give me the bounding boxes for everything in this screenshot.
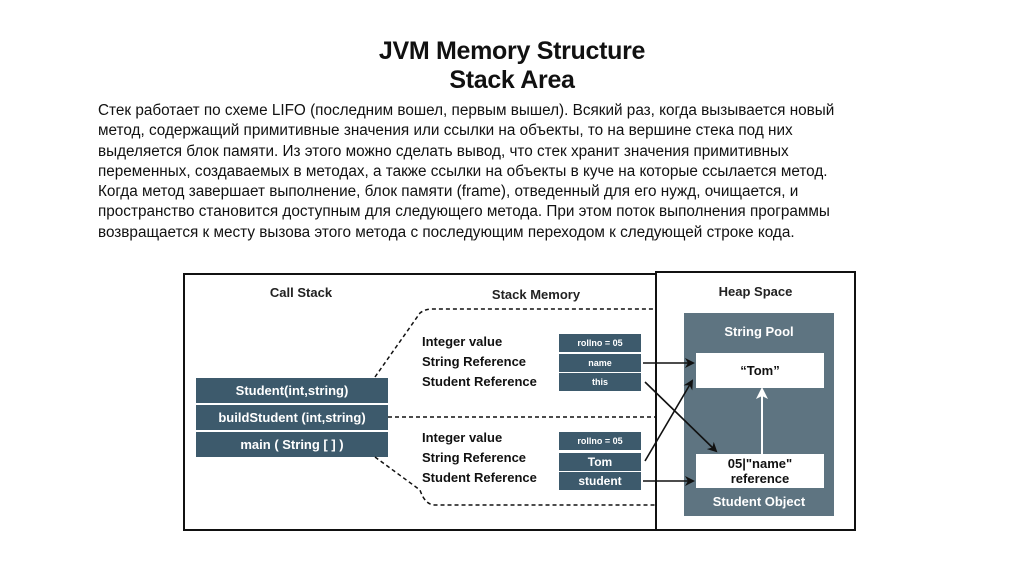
value-cell: rollno = 05 (559, 432, 641, 450)
page-title: JVM Memory Structure (378, 37, 646, 65)
description-paragraph: Стек работает по схеме LIFO (последним в… (98, 101, 978, 243)
value-cell: Tom (559, 453, 641, 471)
stack-memory-title: Stack Memory (491, 287, 581, 302)
heap-space-title: Heap Space (718, 284, 793, 299)
row-label: Student Reference (422, 470, 537, 485)
call-stack-frame: main ( String [ ] ) (196, 432, 388, 457)
string-pool-label: String Pool (724, 324, 794, 339)
call-stack-title: Call Stack (269, 285, 333, 300)
string-value: “Tom” (740, 363, 780, 378)
student-object-box: 05|"name" reference (696, 454, 824, 488)
frame-outline-bottom (374, 456, 655, 506)
string-pool-value: “Tom” (696, 353, 824, 388)
value-cell: rollno = 05 (559, 334, 641, 352)
value-cell: this (559, 373, 641, 391)
arrow-tom-to-string (644, 379, 694, 462)
page-subtitle: Stack Area (449, 66, 575, 94)
row-label: String Reference (422, 450, 527, 465)
row-label: String Reference (422, 354, 527, 369)
value-cell: name (559, 354, 641, 372)
row-label: Student Reference (422, 374, 537, 389)
paragraph-line: Когда метод завершает выполнение, блок п… (98, 183, 799, 201)
paragraph-line: переменных, создаваемых в методах, а так… (98, 162, 828, 180)
paragraph-line: метод, содержащий примитивные значения и… (98, 122, 793, 140)
paragraph-line: возвращается к месту вызова этого метода… (98, 223, 795, 241)
arrow-this-to-object (644, 381, 718, 453)
call-stack-frame: Student(int,string) (196, 378, 388, 403)
paragraph-line: выделяется блок памяти. Из этого можно с… (98, 142, 789, 160)
call-stack-frame: buildStudent (int,string) (196, 405, 388, 430)
paragraph-line: пространство становится доступным для сл… (98, 203, 830, 221)
value-cell: student (559, 472, 641, 490)
object-fields: 05|"name" (727, 456, 793, 471)
object-reference: reference (730, 471, 790, 486)
row-label: Integer value (422, 430, 503, 445)
frame-outline-top (374, 308, 655, 378)
row-label: Integer value (422, 334, 503, 349)
paragraph-line: Стек работает по схеме LIFO (последним в… (98, 102, 835, 119)
student-object-label: Student Object (712, 494, 806, 509)
